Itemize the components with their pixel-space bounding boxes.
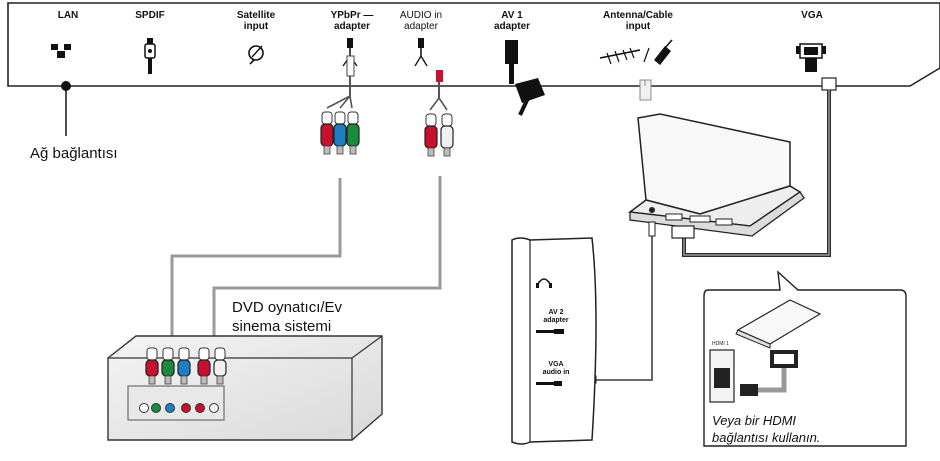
port-label-spdif-line: SPDIF bbox=[135, 10, 165, 21]
side-av2-line2: adapter bbox=[543, 317, 569, 324]
laptop-audio-cable bbox=[594, 222, 653, 381]
ypbpr-plug-green bbox=[346, 111, 360, 155]
ypbpr-plug-red bbox=[320, 111, 334, 155]
tv-side-panel bbox=[511, 237, 597, 445]
ypbpr-cable-upper bbox=[326, 55, 355, 109]
audio-plug-white bbox=[440, 113, 454, 157]
port-label-av1-line: adapter bbox=[493, 21, 531, 32]
dvd-jack-2 bbox=[165, 403, 175, 413]
side-vga-line2: audio in bbox=[542, 369, 570, 376]
dvd-plug-4 bbox=[213, 347, 227, 385]
side-vga-line1: VGA bbox=[548, 361, 564, 368]
hdmi-inset bbox=[703, 270, 907, 447]
network-icon bbox=[51, 44, 71, 58]
dvd-player bbox=[107, 335, 383, 441]
port-label-satellite-line: Satellite bbox=[236, 10, 276, 21]
port-label-audio-in-line: AUDIO in bbox=[399, 10, 443, 21]
dvd-plug-1 bbox=[161, 347, 175, 385]
vga-audio-jack-icon bbox=[536, 381, 562, 386]
audio-plug-red bbox=[424, 113, 438, 157]
lan-jack bbox=[61, 81, 71, 91]
port-label-av1-line: AV 1 bbox=[501, 10, 523, 21]
port-label-vga: VGA bbox=[767, 10, 857, 21]
dvd-jack-0 bbox=[139, 403, 149, 413]
tv-back-panel bbox=[7, 2, 940, 87]
dvd-plug-2 bbox=[177, 347, 191, 385]
port-label-lan: LAN bbox=[23, 10, 113, 21]
ypbpr-plug-blue bbox=[333, 111, 347, 155]
side-vga-label: VGA audio in bbox=[531, 361, 581, 377]
port-label-antenna-line: Antenna/Cable bbox=[602, 10, 673, 21]
dvd-label-line2: sinema sistemi bbox=[232, 318, 332, 335]
network-label: Ağ bağlantısı bbox=[30, 145, 118, 162]
dvd-label-line1: DVD oynatıcı/Ev bbox=[232, 299, 343, 316]
port-label-lan-line: LAN bbox=[57, 10, 79, 21]
hdmi-note-line2: bağlantısı kullanın. bbox=[712, 430, 821, 445]
audio-adapter-icon bbox=[414, 38, 428, 67]
port-label-satellite-line: input bbox=[243, 21, 269, 32]
dvd-jack-1 bbox=[151, 403, 161, 413]
ypbpr-cable-to-dvd bbox=[170, 178, 342, 350]
hdmi-port-label: HDMI 1 bbox=[712, 341, 729, 347]
laptop bbox=[628, 113, 805, 237]
port-label-spdif: SPDIF bbox=[105, 10, 195, 21]
dvd-plug-3 bbox=[197, 347, 211, 385]
headphone-icon bbox=[537, 278, 551, 285]
side-av2-line1: AV 2 bbox=[548, 309, 564, 316]
port-label-audio-in-line: adapter bbox=[404, 21, 438, 32]
audio-cable-upper bbox=[429, 70, 448, 111]
av2-jack-icon bbox=[536, 329, 564, 334]
side-av2-label: AV 2 adapter bbox=[531, 309, 581, 325]
satellite-dish-icon bbox=[248, 45, 264, 65]
vga-connector-icon bbox=[796, 43, 826, 72]
dvd-jack-4 bbox=[195, 403, 205, 413]
port-label-ypbpr-line: adapter bbox=[333, 21, 371, 32]
vga-cable bbox=[671, 77, 837, 257]
dvd-jack-3 bbox=[181, 403, 191, 413]
port-label-ypbpr-line: YPbPr — bbox=[330, 10, 374, 21]
av-adapter-icon bbox=[505, 40, 545, 116]
rca-plug-icon bbox=[144, 38, 156, 74]
dvd-jack-5 bbox=[209, 403, 219, 413]
dvd-plug-0 bbox=[145, 347, 159, 385]
port-label-vga-line: VGA bbox=[801, 10, 823, 21]
antenna-icon bbox=[599, 39, 673, 101]
port-label-ypbpr: YPbPr —adapter bbox=[307, 10, 397, 32]
port-label-antenna-line: input bbox=[625, 21, 651, 32]
hdmi-note-line1: Veya bir HDMI bbox=[712, 413, 797, 428]
audio-cable-to-dvd bbox=[212, 176, 442, 350]
